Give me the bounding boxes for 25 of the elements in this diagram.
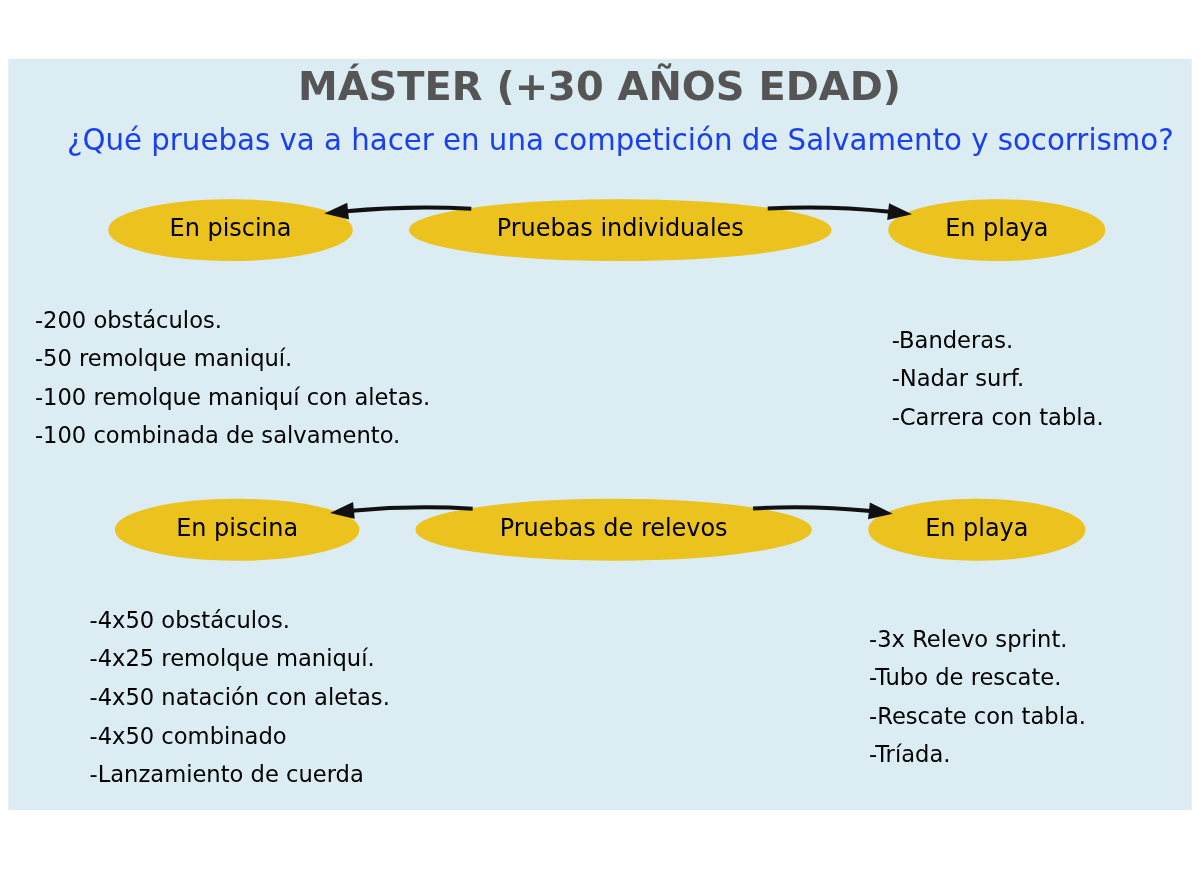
label: ¿Qué pruebas va a hacer en una competición de Salvamento y socorrismo? xyxy=(66,123,1174,158)
node-label: -4x50 obstáculos. xyxy=(89,606,290,633)
arrow xyxy=(752,502,893,520)
node-label: -200 obstáculos. xyxy=(34,306,222,333)
node-label: -4x50 combinado xyxy=(89,722,287,749)
arrow xyxy=(767,203,912,220)
arrow xyxy=(330,502,473,519)
node-ellipse: Pruebas de relevos xyxy=(415,498,812,561)
node-ellipse: Pruebas individuales xyxy=(409,199,832,262)
node-label: -100 remolque maniquí con aletas. xyxy=(34,383,431,410)
node-label: -Banderas. xyxy=(891,326,1014,353)
arrow xyxy=(324,202,472,220)
node-ellipse: En piscina xyxy=(114,498,360,561)
node-label: -50 remolque maniquí. xyxy=(34,345,293,372)
node-label: -Carrera con tabla. xyxy=(891,403,1104,430)
node-label: -100 combinada de salvamento. xyxy=(34,422,401,449)
node-label: -Rescate con tabla. xyxy=(869,702,1087,729)
node-label: -Tubo de rescate. xyxy=(869,664,1062,691)
node-label: -Tríada. xyxy=(869,741,951,768)
node-label: -4x50 natación con aletas. xyxy=(89,684,390,711)
node-label: -4x25 remolque maniquí. xyxy=(89,645,375,672)
node-label: -Nadar surf. xyxy=(891,365,1025,392)
node-label: -3x Relevo sprint. xyxy=(869,625,1068,652)
node-label: -Lanzamiento de cuerda xyxy=(89,761,364,788)
diagram-title: MÁSTER (+30 AÑOS EDAD) xyxy=(298,63,902,110)
